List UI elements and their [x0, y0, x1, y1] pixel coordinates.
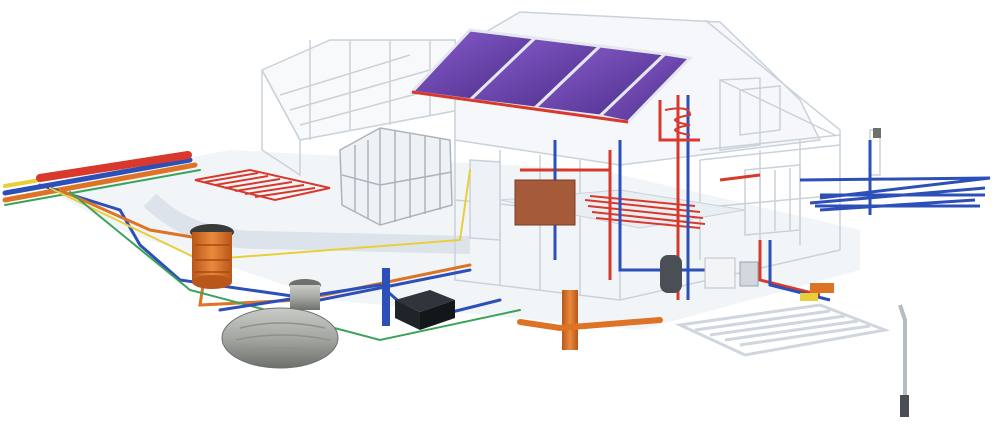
utility-supply-trench [2, 151, 201, 206]
solar-collectors [408, 28, 694, 124]
front-ground-collector-loop [674, 303, 891, 357]
drain-column [517, 290, 663, 350]
right-ground-collector-loop [799, 140, 991, 215]
septic-orange-shaft [190, 224, 234, 289]
drainage-infiltration-box [395, 290, 455, 330]
earth-probe [898, 304, 909, 417]
boiler-unit [514, 179, 759, 293]
rainwater-tank [221, 279, 339, 369]
downpipe [382, 268, 390, 326]
winter-garden [339, 127, 453, 226]
interior-floor-heating-loop [584, 195, 706, 229]
chimney-pipe [873, 128, 881, 138]
manifold-fittings [800, 283, 834, 301]
left-floor-heating-loop [194, 168, 331, 202]
